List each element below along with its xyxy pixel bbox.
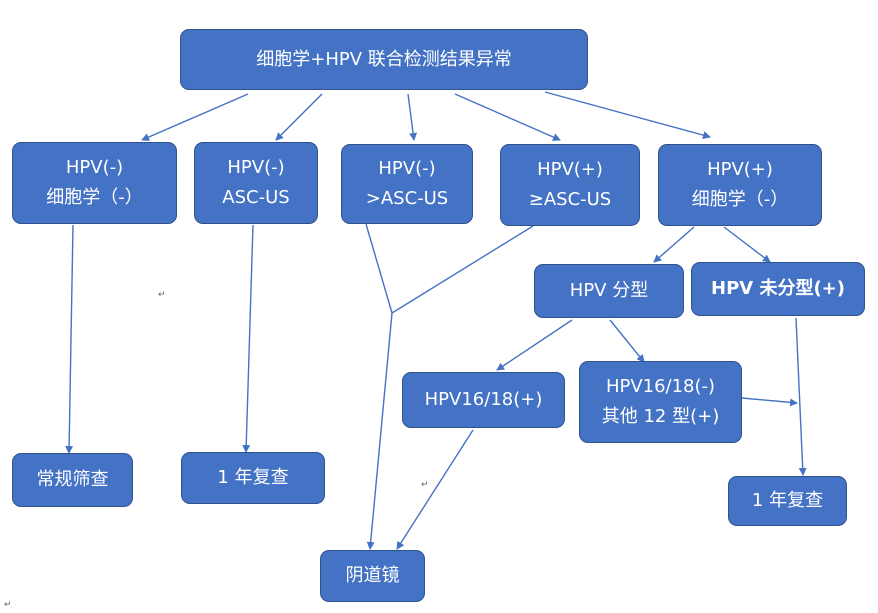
node-hpv16-18-pos: HPV16/18(+): [402, 372, 565, 428]
node-hpv-pos-cyto-neg-line-1: HPV(+): [707, 159, 773, 180]
node-hpv-pos-ge-ascus-line-1: HPV(+): [537, 159, 603, 180]
node-hpv-typing-line-1: HPV 分型: [569, 280, 649, 301]
node-hpv-untyped: HPV 未分型(+): [691, 262, 865, 316]
edge-root-to-hpvneg-cytoneg: [141, 93, 249, 141]
node-hpv-neg-ascus: HPV(-) ASC-US: [194, 142, 318, 224]
edge-cytoneg-to-typing: [653, 226, 695, 263]
node-recheck-1yr-a: 1 年复查: [181, 452, 325, 504]
edge-cytoneg-to-untyped: [723, 226, 771, 263]
node-routine-screening: 常规筛查: [12, 453, 133, 507]
node-hpv-pos-cyto-neg: HPV(+) 细胞学（-）: [658, 144, 822, 226]
node-root: 细胞学+HPV 联合检测结果异常: [180, 29, 588, 90]
edge-to-recheck-a: [242, 224, 254, 453]
edge-geascus-to-merge: [391, 225, 534, 314]
node-hpv-neg-ascus-line-1: HPV(-): [227, 157, 285, 178]
node-recheck-1yr-b-line-1: 1 年复查: [751, 490, 824, 511]
edge-root-to-hpvneg-gtascus: [407, 93, 418, 141]
return-mark-3: ↵: [4, 600, 12, 610]
edge-16-18pos-to-colposcopy: [396, 429, 474, 550]
edge-root-to-hpvpos-geascus: [454, 93, 561, 141]
node-hpv-neg-cyto-neg-line-1: HPV(-): [65, 157, 124, 178]
node-hpv16-18-neg-line-2: 其他 12 型(+): [601, 406, 720, 427]
node-hpv16-18-neg-other12: HPV16/18(-) 其他 12 型(+): [579, 361, 742, 443]
edge-16-18neg-to-right: [741, 397, 798, 407]
node-recheck-1yr-a-line-1: 1 年复查: [217, 467, 289, 488]
node-hpv-pos-ge-ascus: HPV(+) ≥ASC-US: [500, 144, 640, 226]
node-hpv-typing: HPV 分型: [534, 264, 684, 318]
node-hpv-neg-ascus-line-2: ASC-US: [222, 187, 290, 208]
node-root-line-1: 细胞学+HPV 联合检测结果异常: [256, 48, 512, 70]
edge-typing-to-16-18neg: [609, 319, 645, 363]
return-mark-1: ↵: [158, 290, 166, 300]
node-hpv-untyped-line-1: HPV 未分型(+): [711, 278, 845, 299]
edge-typing-to-16-18pos: [496, 319, 573, 371]
node-hpv-neg-cyto-neg: HPV(-) 细胞学（-）: [12, 142, 177, 224]
node-recheck-1yr-b: 1 年复查: [728, 476, 847, 526]
return-mark-2: ↵: [421, 480, 429, 490]
node-colposcopy-line-1: 阴道镜: [345, 565, 400, 586]
node-colposcopy: 阴道镜: [320, 550, 425, 602]
edge-root-to-hpvpos-cytoneg: [544, 91, 711, 140]
edge-to-routine-screening: [65, 224, 74, 454]
node-hpv-neg-cyto-neg-line-2: 细胞学（-）: [46, 187, 143, 208]
edge-gtascus-to-merge: [365, 223, 393, 314]
node-hpv-pos-ge-ascus-line-2: ≥ASC-US: [528, 189, 612, 210]
edge-merge-to-colposcopy: [366, 312, 393, 550]
node-routine-screening-line-1: 常规筛查: [36, 469, 109, 490]
node-hpv16-18-pos-line-1: HPV16/18(+): [424, 389, 543, 410]
node-hpv16-18-neg-line-1: HPV16/18(-): [605, 376, 716, 397]
node-hpv-pos-cyto-neg-line-2: 细胞学（-）: [691, 189, 789, 210]
node-hpv-neg-gt-ascus: HPV(-) >ASC-US: [341, 144, 473, 224]
node-hpv-neg-gt-ascus-line-2: >ASC-US: [365, 188, 449, 209]
edge-root-to-hpvneg-ascus: [275, 93, 323, 141]
node-hpv-neg-gt-ascus-line-1: HPV(-): [378, 158, 436, 179]
edge-untyped-to-recheck-b: [795, 317, 807, 476]
